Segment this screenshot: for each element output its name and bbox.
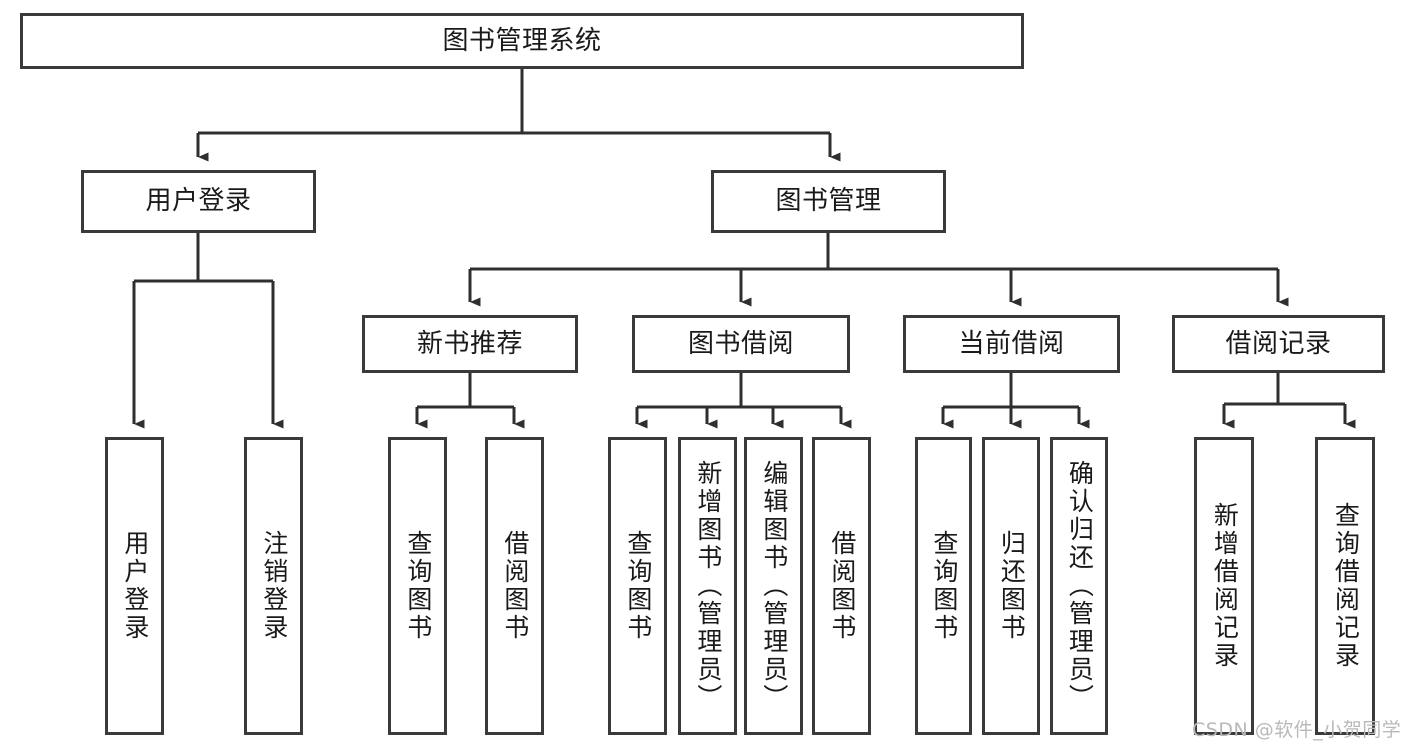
node-leaf-logout[interactable]: 注销登录 — [244, 437, 303, 735]
node-leaf-borrow-book-rec[interactable]: 借阅图书 — [485, 437, 544, 735]
node-current-borrow[interactable]: 当前借阅 — [903, 315, 1120, 373]
node-book-manage-label: 图书管理 — [775, 186, 882, 217]
node-root-label: 图书管理系统 — [442, 25, 602, 56]
node-leaf-user-login-label: 用户登录 — [120, 530, 150, 642]
node-leaf-add-book[interactable]: 新增图书（管理员） — [678, 437, 737, 735]
node-leaf-edit-book[interactable]: 编辑图书（管理员） — [744, 437, 803, 735]
node-new-book-rec-label: 新书推荐 — [416, 328, 523, 359]
node-leaf-query-book-cur-label: 查询图书 — [929, 530, 959, 642]
node-leaf-query-book-rec-label: 查询图书 — [403, 530, 433, 642]
node-leaf-add-record-label: 新增借阅记录 — [1210, 502, 1240, 670]
node-user-login[interactable]: 用户登录 — [81, 170, 316, 233]
node-leaf-query-book-borrow-label: 查询图书 — [623, 530, 653, 642]
node-leaf-query-book-cur[interactable]: 查询图书 — [915, 437, 972, 735]
node-leaf-confirm-return-label: 确认归还（管理员） — [1065, 460, 1095, 712]
node-book-borrow-label: 图书借阅 — [687, 328, 794, 359]
node-leaf-return-book-label: 归还图书 — [997, 530, 1027, 642]
node-leaf-query-record[interactable]: 查询借阅记录 — [1315, 437, 1375, 735]
node-leaf-confirm-return[interactable]: 确认归还（管理员） — [1050, 437, 1108, 735]
node-leaf-user-login[interactable]: 用户登录 — [105, 437, 164, 735]
node-user-login-label: 用户登录 — [145, 186, 252, 217]
node-book-borrow[interactable]: 图书借阅 — [632, 315, 850, 373]
node-book-manage[interactable]: 图书管理 — [711, 170, 946, 233]
node-leaf-query-book-rec[interactable]: 查询图书 — [388, 437, 447, 735]
node-current-borrow-label: 当前借阅 — [958, 328, 1065, 359]
node-leaf-add-book-label: 新增图书（管理员） — [693, 460, 723, 712]
node-leaf-logout-label: 注销登录 — [259, 530, 289, 642]
node-leaf-query-book-borrow[interactable]: 查询图书 — [608, 437, 667, 735]
node-borrow-record-label: 借阅记录 — [1225, 328, 1332, 359]
node-leaf-edit-book-label: 编辑图书（管理员） — [759, 460, 789, 712]
node-leaf-return-book[interactable]: 归还图书 — [982, 437, 1040, 735]
node-borrow-record[interactable]: 借阅记录 — [1172, 315, 1385, 373]
node-leaf-borrow-book-label: 借阅图书 — [827, 530, 857, 642]
node-leaf-borrow-book[interactable]: 借阅图书 — [812, 437, 871, 735]
node-root[interactable]: 图书管理系统 — [20, 13, 1024, 69]
node-new-book-rec[interactable]: 新书推荐 — [362, 315, 578, 373]
node-leaf-query-record-label: 查询借阅记录 — [1331, 502, 1361, 670]
node-leaf-borrow-book-rec-label: 借阅图书 — [500, 530, 530, 642]
node-leaf-add-record[interactable]: 新增借阅记录 — [1194, 437, 1254, 735]
